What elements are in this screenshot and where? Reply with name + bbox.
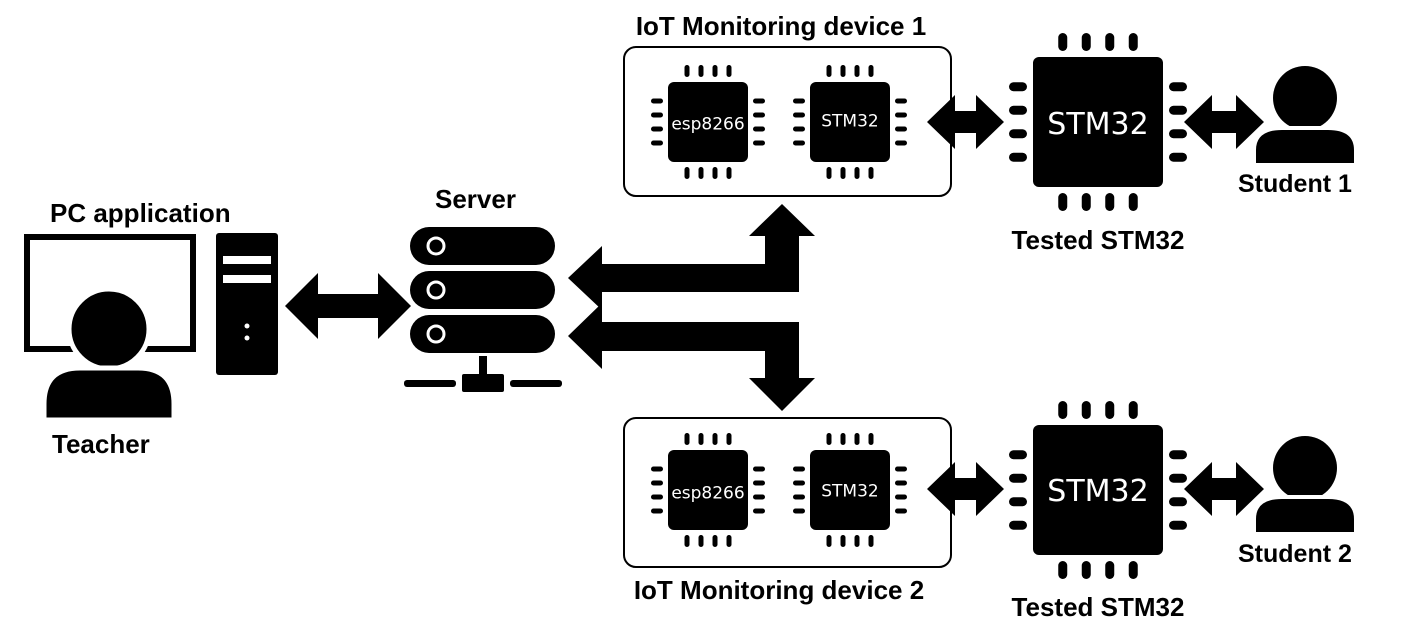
tested-stm32-2-chip-label: STM32	[1047, 474, 1149, 509]
student-icon	[1252, 66, 1358, 167]
microchip-icon	[1009, 33, 1187, 211]
double-arrow-icon	[1184, 462, 1264, 516]
computer-tower-icon	[216, 233, 278, 375]
microchip-icon	[651, 433, 765, 547]
tested-stm32-1-chip-label: STM32	[1047, 107, 1149, 142]
microchip-icon	[793, 65, 907, 179]
device2-stm32-chip-label: STM32	[821, 481, 879, 502]
device2-esp8266-chip-label: esp8266	[671, 483, 745, 504]
microchip-icon	[793, 433, 907, 547]
device1-esp8266-chip-label: esp8266	[671, 114, 745, 135]
double-arrow-icon	[1184, 95, 1264, 149]
student-icon	[1252, 436, 1358, 536]
server-label: Server	[435, 184, 516, 214]
student-2-label: Student 2	[1238, 540, 1352, 568]
elbow-arrow-icon	[568, 303, 815, 411]
iot-device-1-label: IoT Monitoring device 1	[635, 11, 927, 41]
server-icon	[410, 227, 555, 353]
device1-stm32-chip-label: STM32	[821, 111, 879, 132]
student-1-label: Student 1	[1238, 170, 1352, 198]
double-arrow-icon	[285, 273, 411, 339]
pc-application-label: PC application	[50, 198, 231, 228]
microchip-icon	[1009, 401, 1187, 579]
iot-device-2-label: IoT Monitoring device 2	[633, 575, 925, 605]
microchip-icon	[651, 65, 765, 179]
teacher-label: Teacher	[52, 429, 150, 459]
double-arrow-icon	[927, 95, 1004, 149]
tested-stm32-2-label: Tested STM32	[1011, 592, 1185, 622]
elbow-arrow-icon	[568, 204, 815, 310]
tested-stm32-1-label: Tested STM32	[1011, 225, 1185, 255]
network-icon	[404, 356, 562, 392]
double-arrow-icon	[927, 462, 1004, 516]
teacher-icon	[41, 286, 177, 423]
